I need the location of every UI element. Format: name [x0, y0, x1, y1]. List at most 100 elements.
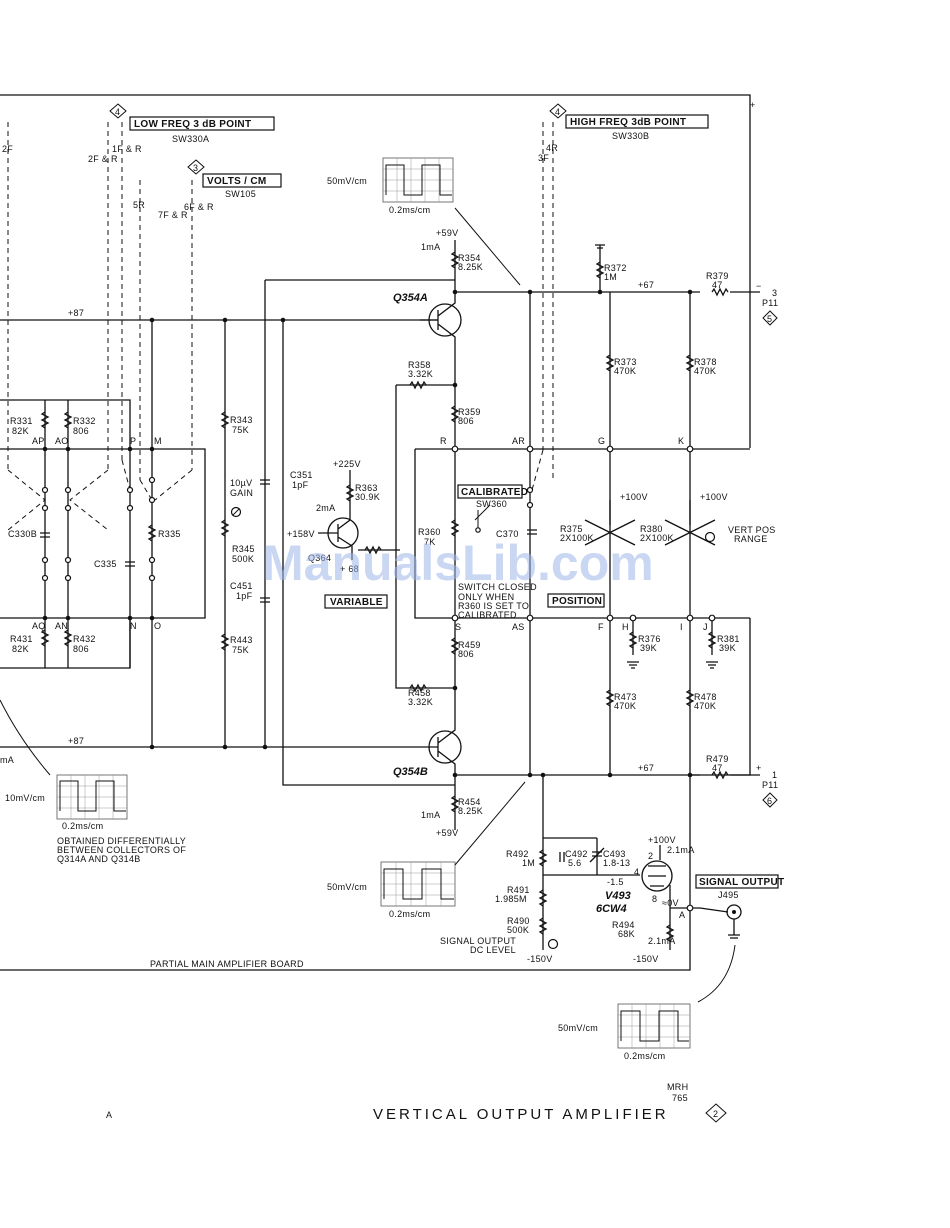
sw105-linkage [129, 180, 193, 560]
r335-label: R335 [158, 529, 181, 539]
r373-label: R373 [614, 357, 637, 367]
p11-bot-label: P11 [762, 780, 778, 790]
signal-output-label: SIGNAL OUTPUT [699, 877, 784, 888]
r375-pot [584, 500, 636, 546]
scope-bottom [617, 1003, 691, 1049]
plus-mark: + [750, 100, 756, 110]
switch-note-3: R360 IS SET TO [458, 601, 529, 611]
sw330a-linkage [7, 122, 131, 531]
scope-left-pointer [0, 699, 51, 776]
left-verticals [44, 320, 153, 747]
variable-box [324, 594, 388, 609]
r376-label: R376 [638, 634, 661, 644]
p11-top-marker-num: 5 [767, 314, 772, 324]
node-f: F [598, 622, 604, 632]
scope-left-hscale: 0.2ms/cm [62, 821, 103, 831]
r458-label: R458 [408, 688, 431, 698]
scope-mid-pointer [454, 781, 526, 866]
node-i: I [680, 622, 683, 632]
rail-87-top-label: +87 [68, 308, 84, 318]
node-ao: AO [55, 436, 69, 446]
rail-100-a: +100V [620, 492, 648, 502]
swpos-4r: 4R [546, 143, 558, 153]
r380-label: R380 [640, 524, 663, 534]
c351-label: C351 [290, 470, 313, 480]
c493-plates [589, 847, 605, 863]
r478-value: 470K [694, 701, 716, 711]
svg-text:4: 4 [555, 107, 560, 117]
r432-value: 806 [73, 644, 89, 654]
node-a-junction [686, 904, 694, 912]
r494-zigzag [665, 924, 675, 942]
c492-label: C492 [565, 849, 588, 859]
r459-value: 806 [458, 649, 474, 659]
node-p: P [130, 436, 136, 446]
r494-value: 68K [618, 929, 635, 939]
r360-value: 7K [424, 537, 436, 547]
tube-pin-2: 2 [648, 851, 653, 861]
svg-text:SW105: SW105 [225, 189, 256, 199]
r443-value: 75K [232, 645, 249, 655]
current-2ma: 2mA [316, 503, 335, 513]
rail-67-top-label: +67 [638, 280, 654, 290]
p11-bot-pin: 1 [772, 770, 777, 780]
r332-value: 806 [73, 426, 89, 436]
r379-value: 47 [712, 280, 723, 290]
rail-87-bottom-label: +87 [68, 736, 84, 746]
svg-text:LOW FREQ 3 dB POINT: LOW FREQ 3 dB POINT [134, 119, 251, 130]
r458-value: 3.32K [408, 697, 433, 707]
current-partial: mA [0, 755, 14, 765]
scope-bottom-vscale: 50mV/cm [558, 1023, 598, 1033]
c370-plates [527, 529, 537, 535]
p11-top-pin: 3 [772, 288, 777, 298]
collectors-note-3: Q314A AND Q314B [57, 854, 141, 864]
node-g: G [598, 436, 605, 446]
c492-value: 5.6 [568, 858, 581, 868]
r354-value: 8.25K [458, 262, 483, 272]
high-freq-label: 4 HIGH FREQ 3dB POINT SW330B [549, 103, 709, 141]
r491-zigzag [538, 889, 548, 907]
r494-label: R494 [612, 920, 635, 930]
corner-letter: A [106, 1110, 112, 1120]
r358-label: R358 [408, 360, 431, 370]
position-box [547, 593, 605, 608]
p11-bot-marker-num: 6 [767, 796, 772, 806]
swpos-3f: 3F [538, 153, 549, 163]
gain-label-2: GAIN [230, 488, 253, 498]
rail-158: +158V [287, 529, 315, 539]
p11-bot-plus: + [756, 763, 762, 773]
r459-label: R459 [458, 640, 481, 650]
r343-value: 75K [232, 425, 249, 435]
sw360-contact [474, 504, 491, 530]
scope-bottom-pointer [697, 944, 736, 1003]
r358-value: 3.32K [408, 369, 433, 379]
r331-value: 82K [12, 426, 29, 436]
current-1ma-bottom: 1mA [421, 810, 440, 820]
p11-top-label: P11 [762, 298, 778, 308]
collectors-note-2: BETWEEN COLLECTORS OF [57, 845, 186, 855]
gain-label: 10µV [230, 478, 252, 488]
r363-zigzag [345, 484, 355, 502]
svg-text:4: 4 [115, 107, 120, 117]
r492-label: R492 [506, 849, 529, 859]
c451-label: C451 [230, 581, 253, 591]
scope-top-pointer [454, 207, 521, 286]
r379-label: R379 [706, 271, 729, 281]
rail-59-top: +59V [436, 228, 458, 238]
switch-note-4: CALIBRATED [458, 610, 517, 620]
r458-zigzag [409, 683, 427, 693]
switch-note-2: ONLY WHEN [458, 592, 514, 602]
r332-label: R332 [73, 416, 96, 426]
rail-1-5: -1.5 [607, 877, 624, 887]
c451-plates [260, 597, 270, 603]
r331-label: R331 [10, 416, 33, 426]
r354-zigzag [450, 251, 460, 269]
r372-value: 1M [604, 272, 617, 282]
r345-label: R345 [232, 544, 255, 554]
svg-text:3: 3 [193, 163, 198, 173]
r362-zigzag [364, 545, 382, 555]
r345-zigzag [220, 519, 230, 537]
r381-zigzag [707, 631, 717, 649]
watermark: ManualsLib.com [262, 535, 654, 591]
position-label: POSITION [552, 596, 602, 607]
